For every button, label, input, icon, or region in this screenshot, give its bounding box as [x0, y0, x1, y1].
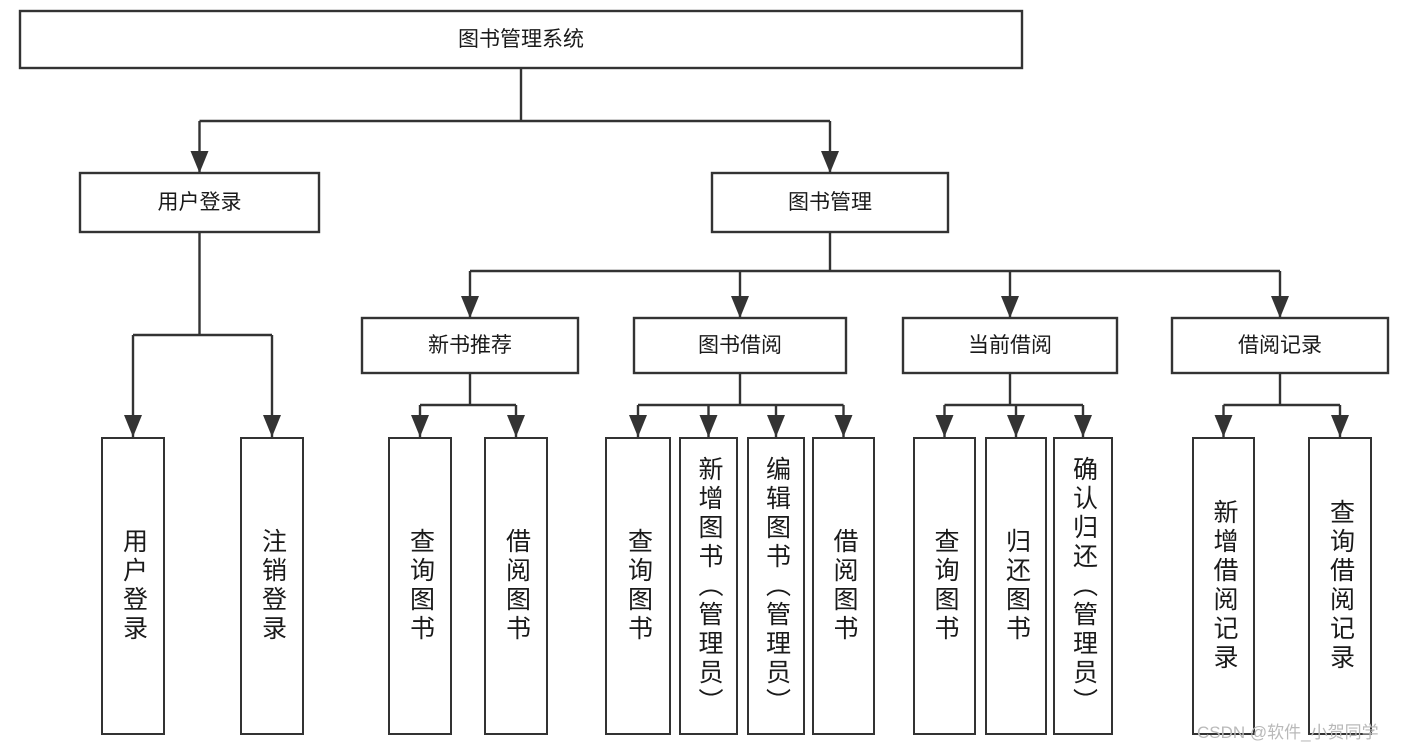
node-book-borrow-label: 图书借阅 [698, 334, 782, 357]
node-new-book-recommend-label: 新书推荐 [428, 334, 512, 357]
root-to-level2-arrow-0 [190, 151, 209, 173]
node-leaf-query-book-borrow-label: 查询图书 [624, 528, 653, 644]
connector-layer [124, 68, 1349, 437]
node-book-borrow-rect [632, 316, 848, 375]
current-borrow-to-leaves-arrow-2 [1074, 415, 1092, 437]
book-borrow-to-leaves-arrow-1 [699, 415, 718, 437]
node-leaf-query-book-current[interactable]: 查询图书 [913, 437, 976, 735]
node-root-rect [18, 9, 1024, 70]
node-borrow-record-label: 借阅记录 [1238, 334, 1322, 357]
node-new-book-recommend-rect [360, 316, 580, 375]
node-user-login[interactable]: 用户登录 [78, 171, 321, 234]
node-root[interactable]: 图书管理系统 [18, 9, 1024, 70]
node-current-borrow[interactable]: 当前借阅 [901, 316, 1119, 375]
node-book-management[interactable]: 图书管理 [710, 171, 950, 234]
book-borrow-to-leaves-arrow-0 [629, 415, 647, 437]
borrow-record-to-leaves-arrow-0 [1214, 415, 1233, 437]
bookmgmt-to-level3-arrow-2 [1001, 296, 1019, 318]
node-leaf-query-book-recommend[interactable]: 查询图书 [388, 437, 452, 735]
node-leaf-query-borrow-record[interactable]: 查询借阅记录 [1308, 437, 1372, 735]
node-leaf-edit-book-admin[interactable]: 编辑图书（管理员） [747, 437, 805, 735]
node-user-login-label: 用户登录 [158, 191, 242, 214]
node-book-management-rect [710, 171, 950, 234]
node-leaf-query-book-current-label: 查询图书 [931, 528, 959, 644]
book-borrow-to-leaves-arrow-2 [767, 415, 785, 437]
node-leaf-confirm-return-admin-label: 确认归还（管理员） [1069, 455, 1098, 717]
userlogin-to-leaves-arrow-1 [263, 415, 281, 437]
node-book-management-label: 图书管理 [788, 191, 872, 214]
new-book-recommend-to-leaves-arrow-0 [411, 415, 429, 437]
current-borrow-to-leaves-arrow-1 [1007, 415, 1025, 437]
node-leaf-query-book-borrow[interactable]: 查询图书 [605, 437, 671, 735]
node-book-borrow[interactable]: 图书借阅 [632, 316, 848, 375]
borrow-record-to-leaves-arrow-1 [1331, 415, 1349, 437]
node-leaf-user-logout-label: 注销登录 [258, 528, 287, 644]
node-leaf-borrow-book-recommend-label: 借阅图书 [502, 528, 531, 644]
node-leaf-query-borrow-record-label: 查询借阅记录 [1326, 499, 1355, 673]
node-borrow-record[interactable]: 借阅记录 [1170, 316, 1390, 375]
node-leaf-add-book-admin-label: 新增图书（管理员） [695, 455, 723, 717]
node-borrow-record-rect [1170, 316, 1390, 375]
node-leaf-user-logout[interactable]: 注销登录 [240, 437, 304, 735]
userlogin-to-leaves-arrow-0 [124, 415, 142, 437]
node-leaf-confirm-return-admin[interactable]: 确认归还（管理员） [1053, 437, 1113, 735]
node-new-book-recommend[interactable]: 新书推荐 [360, 316, 580, 375]
node-leaf-query-book-recommend-label: 查询图书 [406, 528, 435, 644]
bookmgmt-to-level3-arrow-0 [461, 296, 479, 318]
current-borrow-to-leaves-arrow-0 [935, 415, 954, 437]
book-borrow-to-leaves-arrow-3 [834, 415, 853, 437]
new-book-recommend-to-leaves-arrow-1 [507, 415, 525, 437]
bookmgmt-to-level3-arrow-1 [731, 296, 749, 318]
node-leaf-user-login-label: 用户登录 [119, 528, 148, 644]
node-leaf-borrow-book-label: 借阅图书 [830, 528, 858, 644]
node-leaf-borrow-book[interactable]: 借阅图书 [812, 437, 875, 735]
node-leaf-add-borrow-record[interactable]: 新增借阅记录 [1192, 437, 1255, 735]
node-root-label: 图书管理系统 [458, 28, 584, 51]
node-leaf-edit-book-admin-label: 编辑图书（管理员） [762, 455, 791, 717]
node-leaf-user-login[interactable]: 用户登录 [101, 437, 165, 735]
node-user-login-rect [78, 171, 321, 234]
bookmgmt-to-level3-arrow-3 [1271, 296, 1289, 318]
node-leaf-add-book-admin[interactable]: 新增图书（管理员） [679, 437, 738, 735]
node-leaf-return-book[interactable]: 归还图书 [985, 437, 1047, 735]
node-leaf-return-book-label: 归还图书 [1002, 528, 1031, 644]
node-leaf-borrow-book-recommend[interactable]: 借阅图书 [484, 437, 548, 735]
node-current-borrow-rect [901, 316, 1119, 375]
node-current-borrow-label: 当前借阅 [968, 334, 1052, 357]
root-to-level2-arrow-1 [821, 151, 839, 173]
node-leaf-add-borrow-record-label: 新增借阅记录 [1210, 499, 1238, 673]
